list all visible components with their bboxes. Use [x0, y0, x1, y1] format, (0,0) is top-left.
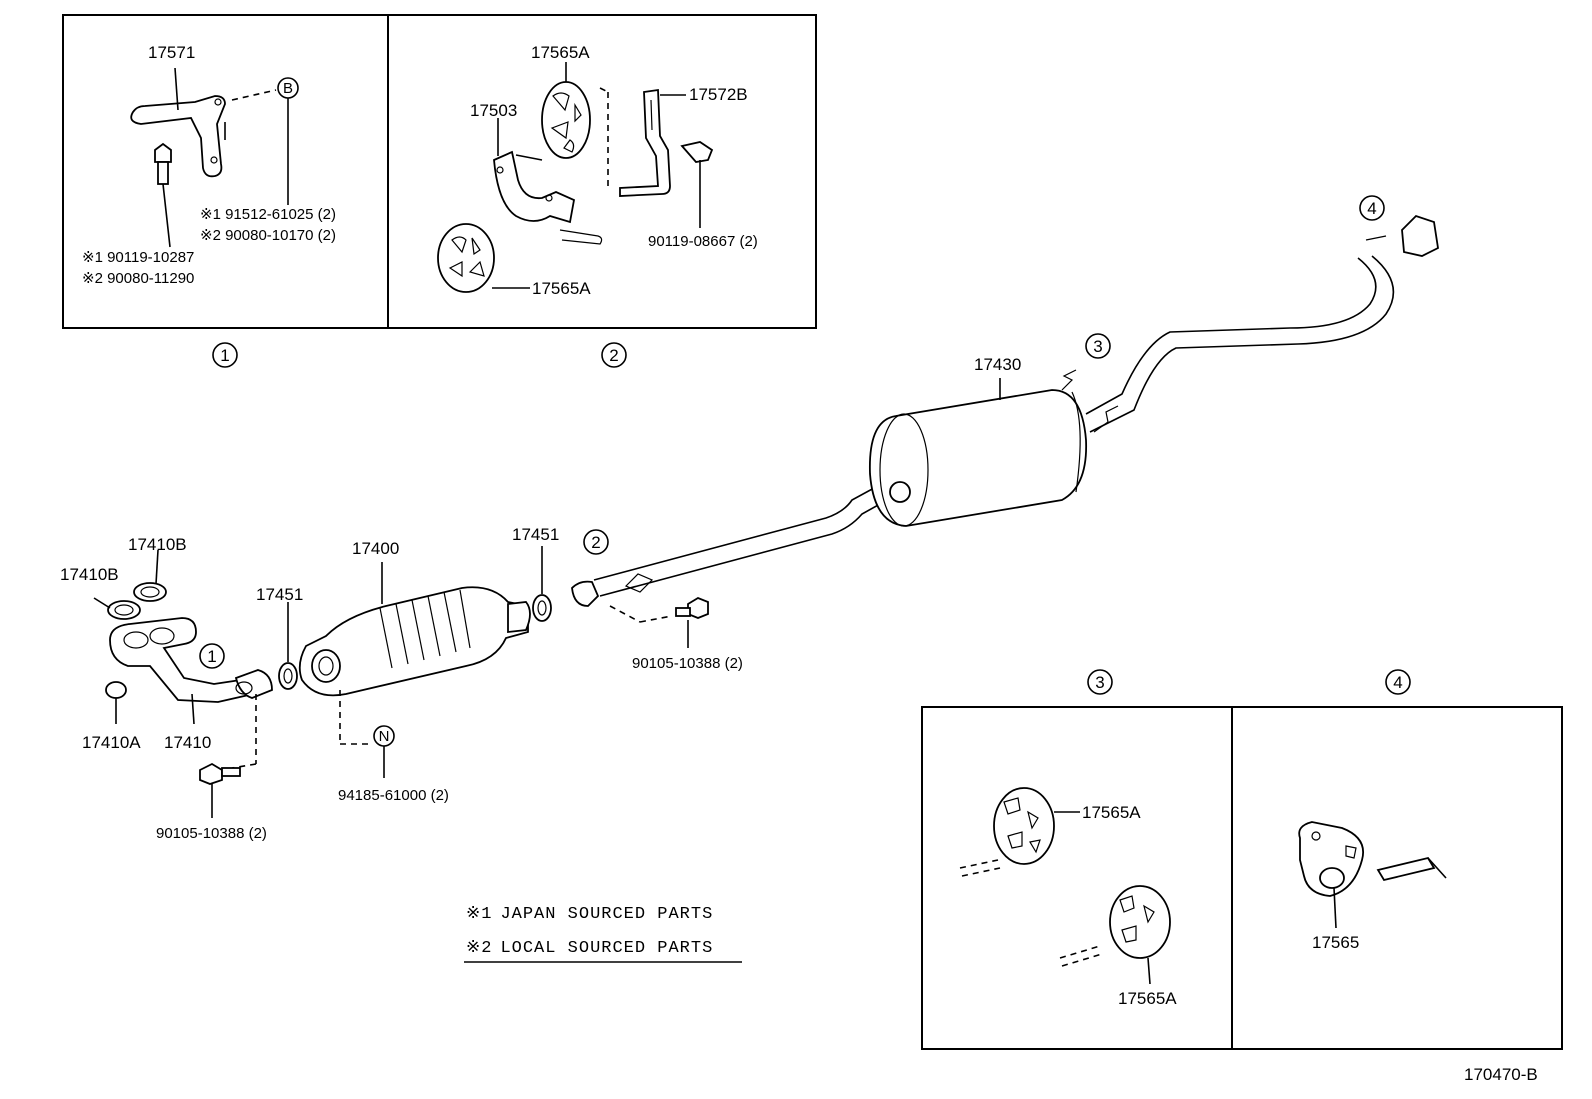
label-17565a-box3-bottom: 17565A [1118, 989, 1177, 1008]
bolt-90105-right-icon [675, 596, 709, 619]
detail-box-3: 17565A 17565A [921, 706, 1233, 1050]
main-circle-3-text: 3 [1093, 337, 1102, 356]
label-17503: 17503 [470, 101, 517, 120]
label-17565a-top: 17565A [531, 43, 590, 62]
hanger-rod-17572b-icon [619, 88, 671, 197]
bolt-icon [154, 142, 172, 185]
circle-1-text: 1 [220, 346, 229, 365]
bolt-90119-icon [680, 141, 714, 228]
circle-2-caption: 2 [601, 342, 627, 368]
detail-box-4: 17565 [1231, 706, 1563, 1050]
label-17565: 17565 [1312, 933, 1359, 952]
center-pipe-icon [571, 477, 919, 607]
ref-b-circle: B [277, 77, 299, 99]
tail-pipe-icon [1061, 214, 1439, 433]
gasket-17451-left-icon [278, 662, 298, 690]
detail-box-1: B 17571 ※1 91512-61025 (2) ※2 90080-1017… [62, 14, 389, 329]
bracket-17571-icon [130, 95, 226, 178]
label-17565a-box3-top: 17565A [1082, 803, 1141, 822]
label-17572b: 17572B [689, 85, 748, 104]
label-note1b: ※1 90119-10287 [82, 249, 194, 266]
rubber-hanger-17565a-lower-icon [437, 223, 495, 293]
muffler-17430-icon [869, 389, 1087, 527]
gasket-17410b-1-icon [107, 600, 141, 620]
main-circle-4: 4 [1359, 195, 1385, 221]
circle-4-caption: 4 [1385, 669, 1411, 695]
circle-2-text: 2 [609, 346, 618, 365]
rubber-hanger-17565-icon [1298, 821, 1364, 897]
label-90119-08667: 90119-08667 (2) [648, 233, 758, 250]
label-note2a: ※2 90080-10170 (2) [200, 227, 336, 244]
bolt-90105-left-icon [199, 762, 241, 785]
label-17571: 17571 [148, 43, 195, 62]
circle-1-caption: 1 [212, 342, 238, 368]
rubber-hanger-17565a-box3-top-icon [993, 787, 1055, 865]
main-circle-1-text: 1 [207, 647, 216, 666]
main-circle-1: 1 [199, 643, 225, 669]
main-circle-4-text: 4 [1367, 199, 1376, 218]
diagram-code: 170470-B [1464, 1065, 1538, 1084]
label-17410b-upper: 17410B [128, 535, 187, 554]
front-pipe-17410-icon [109, 617, 273, 703]
circle-4-text: 4 [1393, 673, 1402, 692]
label-note2b: ※2 90080-11290 [82, 270, 194, 287]
label-17430: 17430 [974, 355, 1021, 374]
label-94185: 94185-61000 (2) [338, 787, 449, 804]
label-17410b-lower: 17410B [60, 565, 119, 584]
label-17400: 17400 [352, 539, 399, 558]
label-17451-right: 17451 [512, 525, 559, 544]
circle-3-caption: 3 [1087, 669, 1113, 695]
ref-b-label: B [283, 80, 293, 97]
main-circle-2-text: 2 [591, 533, 600, 552]
rubber-hanger-17565a-icon [541, 81, 591, 159]
detail-box-2: 17565A 17503 17572B 90119-08667 (2) 1756… [387, 14, 817, 329]
label-17565a-bottom: 17565A [532, 279, 591, 298]
ref-n-text: N [379, 728, 390, 745]
ref-n-circle: N [373, 725, 395, 747]
circle-3-text: 3 [1095, 673, 1104, 692]
label-note1a: ※1 91512-61025 (2) [200, 206, 336, 223]
catalytic-converter-17400-icon [298, 586, 531, 697]
gasket-17410b-2-icon [133, 582, 167, 602]
label-17410: 17410 [164, 733, 211, 752]
label-90105-right: 90105-10388 (2) [632, 655, 743, 672]
label-17410a: 17410A [82, 733, 141, 752]
label-17451-left: 17451 [256, 585, 303, 604]
gasket-17451-right-icon [532, 594, 552, 622]
rubber-hanger-17565a-box3-bottom-icon [1109, 885, 1171, 959]
label-90105-left: 90105-10388 (2) [156, 825, 267, 842]
main-circle-3: 3 [1085, 333, 1111, 359]
main-circle-2: 2 [583, 529, 609, 555]
bracket-17503-icon [493, 150, 603, 245]
nut-17410a-icon [105, 681, 127, 699]
